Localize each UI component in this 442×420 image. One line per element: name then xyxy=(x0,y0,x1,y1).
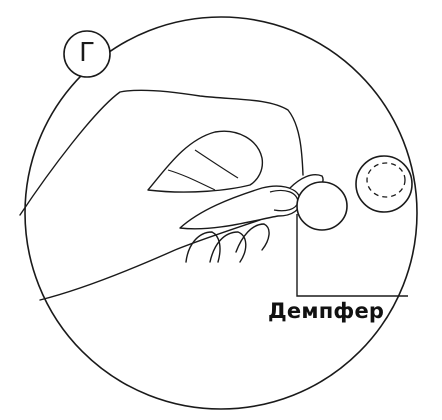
damper-disc xyxy=(297,182,347,230)
step-marker-label: Г xyxy=(64,31,110,77)
damper-seat-outer xyxy=(356,156,412,212)
damper-label: Демпфер xyxy=(268,299,384,323)
